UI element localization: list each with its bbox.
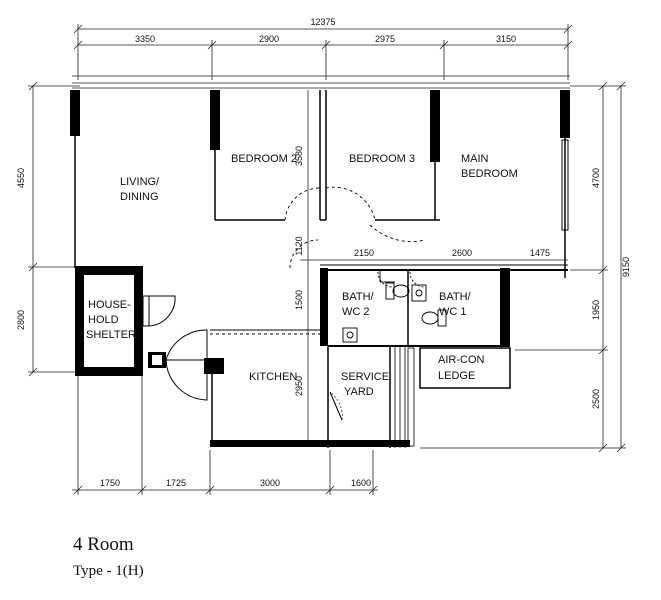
doors bbox=[284, 186, 426, 288]
room-bedroom2: BEDROOM 2 bbox=[231, 153, 297, 165]
room-shelter-line1: HOUSE- bbox=[88, 299, 131, 311]
room-living-line2: DINING bbox=[120, 191, 159, 203]
dim-bottom-2: 1725 bbox=[166, 478, 186, 488]
dim-bottom-1: 1750 bbox=[100, 478, 120, 488]
top-windows bbox=[72, 75, 570, 89]
bottom-dimensions: 1750 1725 3000 1600 bbox=[72, 375, 378, 495]
dim-right-3: 2500 bbox=[591, 389, 601, 409]
room-living-line1: LIVING/ bbox=[120, 176, 160, 188]
dim-left-2: 2800 bbox=[16, 310, 26, 330]
room-labels: LIVING/ DINING BEDROOM 2 BEDROOM 3 MAIN … bbox=[86, 153, 518, 398]
left-dimensions: 4550 2800 bbox=[16, 81, 80, 377]
dim-bottom-3: 3000 bbox=[260, 478, 280, 488]
fixtures bbox=[342, 270, 447, 343]
household-shelter bbox=[75, 266, 208, 401]
interior-dimensions: 3580 1120 1500 2950 2150 2600 1475 bbox=[294, 90, 568, 440]
plan-title: 4 Room bbox=[73, 534, 134, 555]
dim-top-4: 3150 bbox=[496, 34, 516, 44]
room-shelter-line3: SHELTER bbox=[86, 329, 136, 341]
dim-right-2: 1950 bbox=[591, 300, 601, 320]
room-aircon-line2: LEDGE bbox=[438, 370, 475, 382]
dim-bottom-4: 1600 bbox=[351, 478, 371, 488]
plan-subtitle: Type - 1(H) bbox=[73, 563, 144, 579]
room-bath2-line2: WC 2 bbox=[342, 306, 370, 318]
dim-overall-width: 12375 bbox=[310, 17, 335, 27]
dim-bath-row-3: 1475 bbox=[530, 248, 550, 258]
toilet-icon bbox=[385, 282, 395, 300]
dim-bedroom2-depth: 3580 bbox=[294, 146, 304, 166]
room-aircon-line1: AIR-CON bbox=[438, 354, 485, 366]
right-dimensions: 4700 1950 2500 9150 bbox=[420, 81, 631, 453]
room-service-yard-line1: SERVICE bbox=[341, 371, 389, 383]
dim-top-1: 3350 bbox=[135, 34, 155, 44]
room-kitchen: KITCHEN bbox=[249, 371, 297, 383]
top-dimensions: 12375 3350 2900 2975 3150 bbox=[73, 17, 573, 80]
dim-bath-row-2: 2600 bbox=[452, 248, 472, 258]
dim-top-2: 2900 bbox=[259, 34, 279, 44]
room-bath1-line1: BATH/ bbox=[439, 291, 472, 303]
dim-bath-depth: 1500 bbox=[294, 290, 304, 310]
room-shelter-line2: HOLD bbox=[88, 314, 119, 326]
dim-corridor: 1120 bbox=[294, 236, 304, 255]
room-main-bedroom-line2: BEDROOM bbox=[461, 168, 518, 180]
walls bbox=[74, 90, 569, 448]
room-main-bedroom-line1: MAIN bbox=[461, 153, 489, 165]
dim-bath-row-1: 2150 bbox=[354, 248, 374, 258]
room-bedroom3: BEDROOM 3 bbox=[349, 153, 415, 165]
basin-icon bbox=[342, 327, 358, 343]
room-bath1-line2: WC 1 bbox=[439, 306, 467, 318]
room-bath2-line1: BATH/ bbox=[342, 291, 375, 303]
room-service-yard-line2: YARD bbox=[344, 386, 374, 398]
dim-kitchen-depth: 2950 bbox=[294, 376, 304, 396]
dim-top-3: 2975 bbox=[375, 34, 395, 44]
dim-right-1: 4700 bbox=[591, 168, 601, 188]
dim-right-overall: 9150 bbox=[621, 257, 631, 277]
dim-left-1: 4550 bbox=[16, 168, 26, 188]
